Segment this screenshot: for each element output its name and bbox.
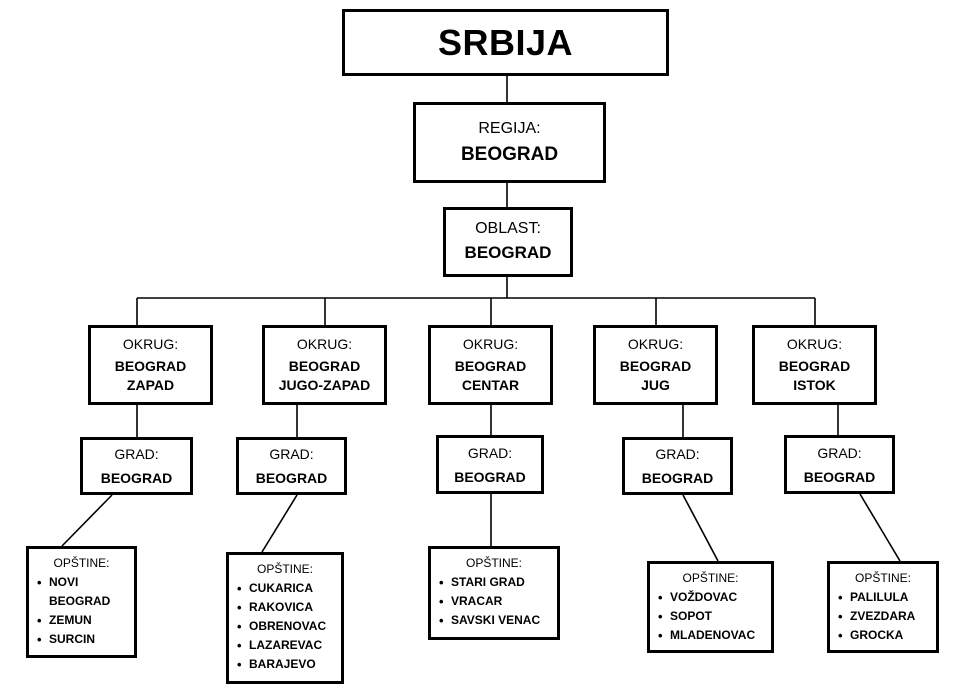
connector-grad-opst-5 [859,493,901,562]
opstina-item: SOPOT [656,607,755,626]
opstine-label: OPŠTINE: [682,571,739,585]
opstine-node-zapad: OPŠTINE: NOVI BEOGRAD ZEMUN SURCIN [26,546,137,658]
grad-value: BEOGRAD [100,470,173,486]
grad-node-istok: GRAD: BEOGRAD [784,435,895,494]
okrug-value-line1: BEOGRAD [454,358,527,374]
opstina-item: VOŽDOVAC [656,588,755,607]
grad-label: GRAD: [269,446,314,462]
okrug-label: OKRUG: [627,336,684,352]
okrug-value: BEOGRAD ISTOK [779,357,851,395]
okrug-node-jug: OKRUG: BEOGRAD JUG [593,325,718,405]
okrug-value-line2: JUGO-ZAPAD [278,377,371,393]
opstine-list: CUKARICA RAKOVICA OBRENOVAC LAZAREVAC BA… [235,579,326,674]
okrug-node-zapad: OKRUG: BEOGRAD ZAPAD [88,325,213,405]
root-title: SRBIJA [437,21,574,63]
connector-grad-opst-4 [682,494,719,562]
grad-value: BEOGRAD [803,468,876,485]
okrug-value-line1: BEOGRAD [619,358,692,374]
opstina-item: SURCIN [35,630,128,649]
opstina-item: STARI GRAD [437,573,540,592]
okrug-value-line2: CENTAR [461,377,520,393]
opstine-list: STARI GRAD VRACAR SAVSKI VENAC [437,573,540,630]
opstine-list: VOŽDOVAC SOPOT MLADENOVAC [656,588,755,645]
okrug-label: OKRUG: [462,336,519,352]
okrug-value: BEOGRAD CENTAR [455,357,527,395]
grad-value: BEOGRAD [454,468,526,485]
grad-label: GRAD: [655,446,700,462]
opstina-item: NOVI BEOGRAD [35,573,128,611]
opstina-item: ZVEZDARA [836,607,915,626]
region-node: REGIJA: BEOGRAD [413,102,606,183]
grad-node-centar: GRAD: BEOGRAD [436,435,544,494]
okrug-label: OKRUG: [296,336,353,352]
grad-node-zapad: GRAD: BEOGRAD [80,437,193,495]
opstina-item: CUKARICA [235,579,326,598]
opstina-item: OBRENOVAC [235,617,326,636]
okrug-value-line1: BEOGRAD [288,358,361,374]
opstina-item: LAZAREVAC [235,636,326,655]
area-label: OBLAST: [475,220,541,237]
grad-value: BEOGRAD [255,470,328,486]
okrug-value: BEOGRAD JUG [620,357,692,395]
okrug-value: BEOGRAD JUGO-ZAPAD [279,357,371,395]
root-node: SRBIJA [342,9,669,76]
opstine-label: OPŠTINE: [256,562,313,576]
okrug-value-line2: JUG [641,377,670,393]
okrug-node-centar: OKRUG: BEOGRAD CENTAR [428,325,553,405]
area-node: OBLAST: BEOGRAD [443,207,573,277]
opstine-list: PALILULA ZVEZDARA GROCKA [836,588,915,645]
opstine-label: OPŠTINE: [854,571,911,585]
region-label: REGIJA: [478,119,541,137]
grad-node-jugo-zapad: GRAD: BEOGRAD [236,437,347,495]
okrug-value: BEOGRAD ZAPAD [115,357,187,395]
opstine-node-centar: OPŠTINE: STARI GRAD VRACAR SAVSKI VENAC [428,546,560,640]
opstine-node-jug: OPŠTINE: VOŽDOVAC SOPOT MLADENOVAC [647,561,774,653]
okrug-value-line2: ISTOK [793,377,836,393]
opstine-node-istok: OPŠTINE: PALILULA ZVEZDARA GROCKA [827,561,939,653]
okrug-label: OKRUG: [786,336,843,352]
grad-node-jug: GRAD: BEOGRAD [622,437,733,495]
okrug-node-istok: OKRUG: BEOGRAD ISTOK [752,325,877,405]
okrug-value-line1: BEOGRAD [778,358,851,374]
connector-grad-opst-2 [261,494,298,553]
opstine-node-jugo-zapad: OPŠTINE: CUKARICA RAKOVICA OBRENOVAC LAZ… [226,552,344,684]
opstina-item: MLADENOVAC [656,626,755,645]
opstina-item: RAKOVICA [235,598,326,617]
grad-label: GRAD: [817,444,862,461]
opstine-list: NOVI BEOGRAD ZEMUN SURCIN [35,573,128,649]
opstine-label: OPŠTINE: [53,556,110,570]
opstina-item: SAVSKI VENAC [437,611,540,630]
okrug-label: OKRUG: [122,336,179,352]
opstine-label: OPŠTINE: [465,556,522,570]
opstina-item: VRACAR [437,592,540,611]
grad-label: GRAD: [114,446,159,462]
opstina-item: GROCKA [836,626,915,645]
okrug-value-line2: ZAPAD [126,377,175,393]
grad-label: GRAD: [467,444,513,461]
opstina-item: BARAJEVO [235,655,326,674]
region-value: BEOGRAD [460,143,559,165]
grad-value: BEOGRAD [641,470,714,486]
okrug-value-line1: BEOGRAD [114,358,187,374]
okrug-node-jugo-zapad: OKRUG: BEOGRAD JUGO-ZAPAD [262,325,387,405]
area-value: BEOGRAD [464,243,552,262]
opstina-item: ZEMUN [35,611,128,630]
connector-grad-opst-1 [61,494,113,547]
opstina-item: PALILULA [836,588,915,607]
